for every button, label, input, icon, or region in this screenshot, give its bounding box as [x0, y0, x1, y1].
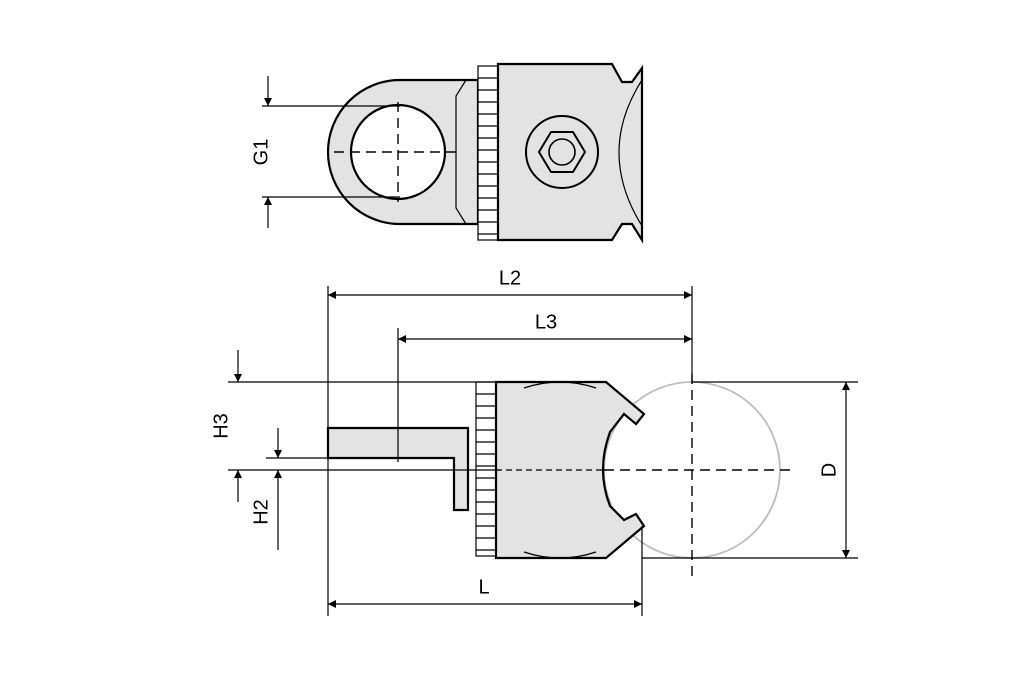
- h3-label: H3: [210, 413, 232, 439]
- h2-label: H2: [250, 499, 272, 525]
- l3-label: L3: [535, 311, 557, 333]
- top-body-arc: [618, 79, 643, 227]
- side-knurl-pattern: [476, 393, 496, 551]
- side-body-bottom-groove: [523, 551, 597, 559]
- side-view: L2 L3 L H3 H2 D: [210, 267, 858, 616]
- top-knurled-ring: [477, 65, 499, 241]
- l-label: L: [478, 576, 489, 598]
- d-label: D: [818, 463, 840, 477]
- top-view: G1: [250, 62, 644, 244]
- side-body-top-groove: [523, 381, 597, 389]
- socket-hole: [548, 138, 576, 166]
- g1-label: G1: [250, 139, 272, 166]
- top-knurl-pattern: [478, 77, 498, 235]
- side-knurled-ring: [475, 381, 497, 557]
- l2-label: L2: [499, 267, 521, 289]
